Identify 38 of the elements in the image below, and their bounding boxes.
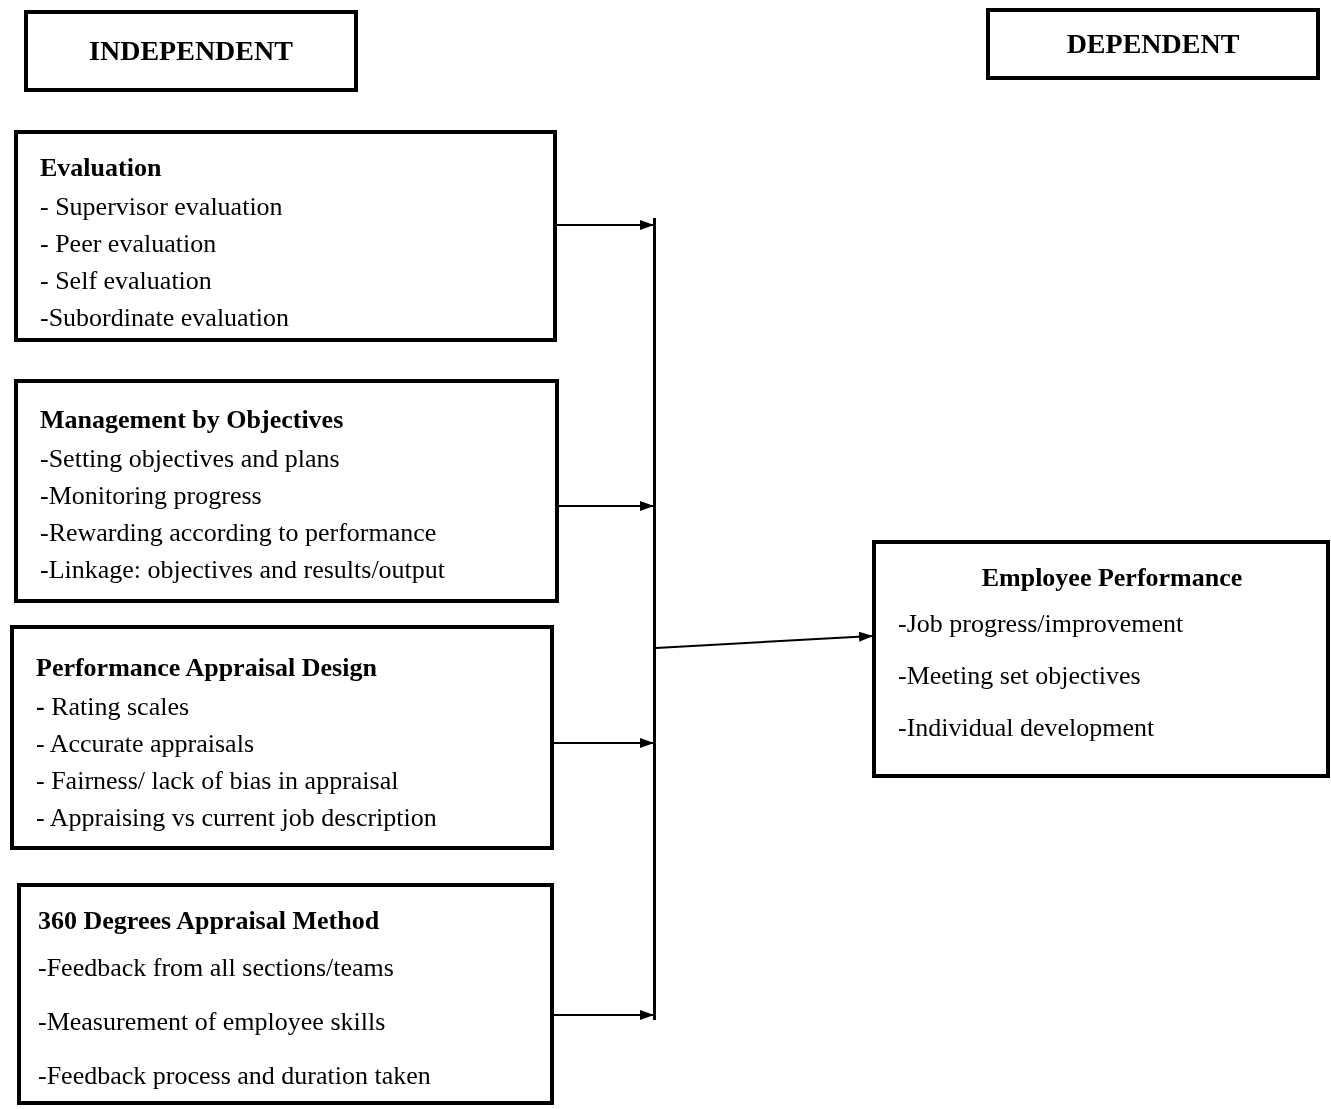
list-item: - Appraising vs current job description (36, 802, 438, 834)
arrow (655, 631, 873, 649)
list-item: - Fairness/ lack of bias in appraisal (36, 765, 400, 797)
variable-box (17, 883, 554, 1105)
variable-box (14, 379, 559, 603)
list-item: - Accurate appraisals (36, 728, 255, 760)
arrow (556, 220, 654, 230)
list-item: - Rating scales (36, 691, 191, 723)
arrow (553, 1010, 654, 1020)
list-item: -Meeting set objectives (898, 660, 1142, 692)
header-label: DEPENDENT (1066, 27, 1240, 61)
list-item: -Rewarding according to performance (40, 517, 438, 549)
header-box (986, 8, 1320, 80)
list-item: -Job progress/improvement (898, 608, 1185, 640)
list-item: -Monitoring progress (40, 480, 263, 512)
box-heading: Performance Appraisal Design (36, 652, 378, 684)
arrow (558, 501, 654, 511)
list-item: -Individual development (898, 712, 1156, 744)
box-heading: 360 Degrees Appraisal Method (38, 905, 381, 937)
header-box (24, 10, 358, 92)
box-heading: Employee Performance (980, 562, 1244, 594)
list-item: -Measurement of employee skills (38, 1006, 387, 1038)
list-item: -Setting objectives and plans (40, 443, 341, 475)
list-item: -Feedback process and duration taken (38, 1060, 432, 1092)
list-item: -Subordinate evaluation (40, 302, 291, 334)
variable-box (872, 540, 1330, 778)
list-item: - Peer evaluation (40, 228, 218, 260)
vertical-line (653, 218, 656, 1020)
arrow (553, 738, 654, 748)
box-heading: Management by Objectives (40, 404, 345, 436)
box-heading: Evaluation (40, 152, 163, 184)
variable-box (10, 625, 554, 850)
variable-box (14, 130, 557, 342)
list-item: -Linkage: objectives and results/output (40, 554, 447, 586)
header-label: INDEPENDENT (89, 34, 293, 68)
list-item: -Feedback from all sections/teams (38, 952, 395, 984)
list-item: - Supervisor evaluation (40, 191, 284, 223)
list-item: - Self evaluation (40, 265, 213, 297)
